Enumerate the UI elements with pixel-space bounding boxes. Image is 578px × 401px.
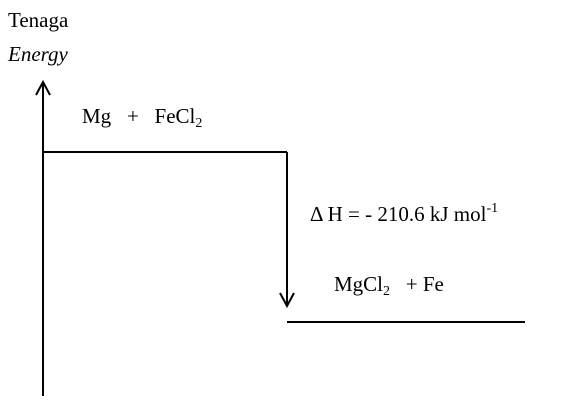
enthalpy-value: H = - 210.6 kJ mol bbox=[327, 202, 487, 226]
reactants-label: Mg + FeCl2 bbox=[82, 104, 203, 131]
delta-symbol: Δ bbox=[310, 202, 323, 226]
product-fe: Fe bbox=[422, 272, 444, 296]
enthalpy-label: Δ H = - 210.6 kJ mol-1 bbox=[310, 201, 499, 226]
energy-axis-arrowhead bbox=[35, 79, 51, 96]
reactant-fecl2-subscript: 2 bbox=[195, 116, 203, 131]
axis-title-malay: Tenaga bbox=[8, 8, 69, 32]
reactant-fecl2: FeCl2 bbox=[154, 104, 203, 131]
axis-title-english: Energy bbox=[8, 42, 68, 66]
enthalpy-change-arrowhead bbox=[279, 292, 295, 309]
product-plus: + bbox=[405, 272, 418, 296]
reactant-mg: Mg bbox=[82, 104, 112, 128]
product-mgcl2-subscript: 2 bbox=[383, 284, 391, 299]
enthalpy-exponent: -1 bbox=[486, 201, 499, 216]
reactant-plus: + bbox=[126, 104, 139, 128]
products-label: MgCl2 + Fe bbox=[334, 272, 444, 299]
product-mgcl2: MgCl2 bbox=[334, 272, 391, 299]
